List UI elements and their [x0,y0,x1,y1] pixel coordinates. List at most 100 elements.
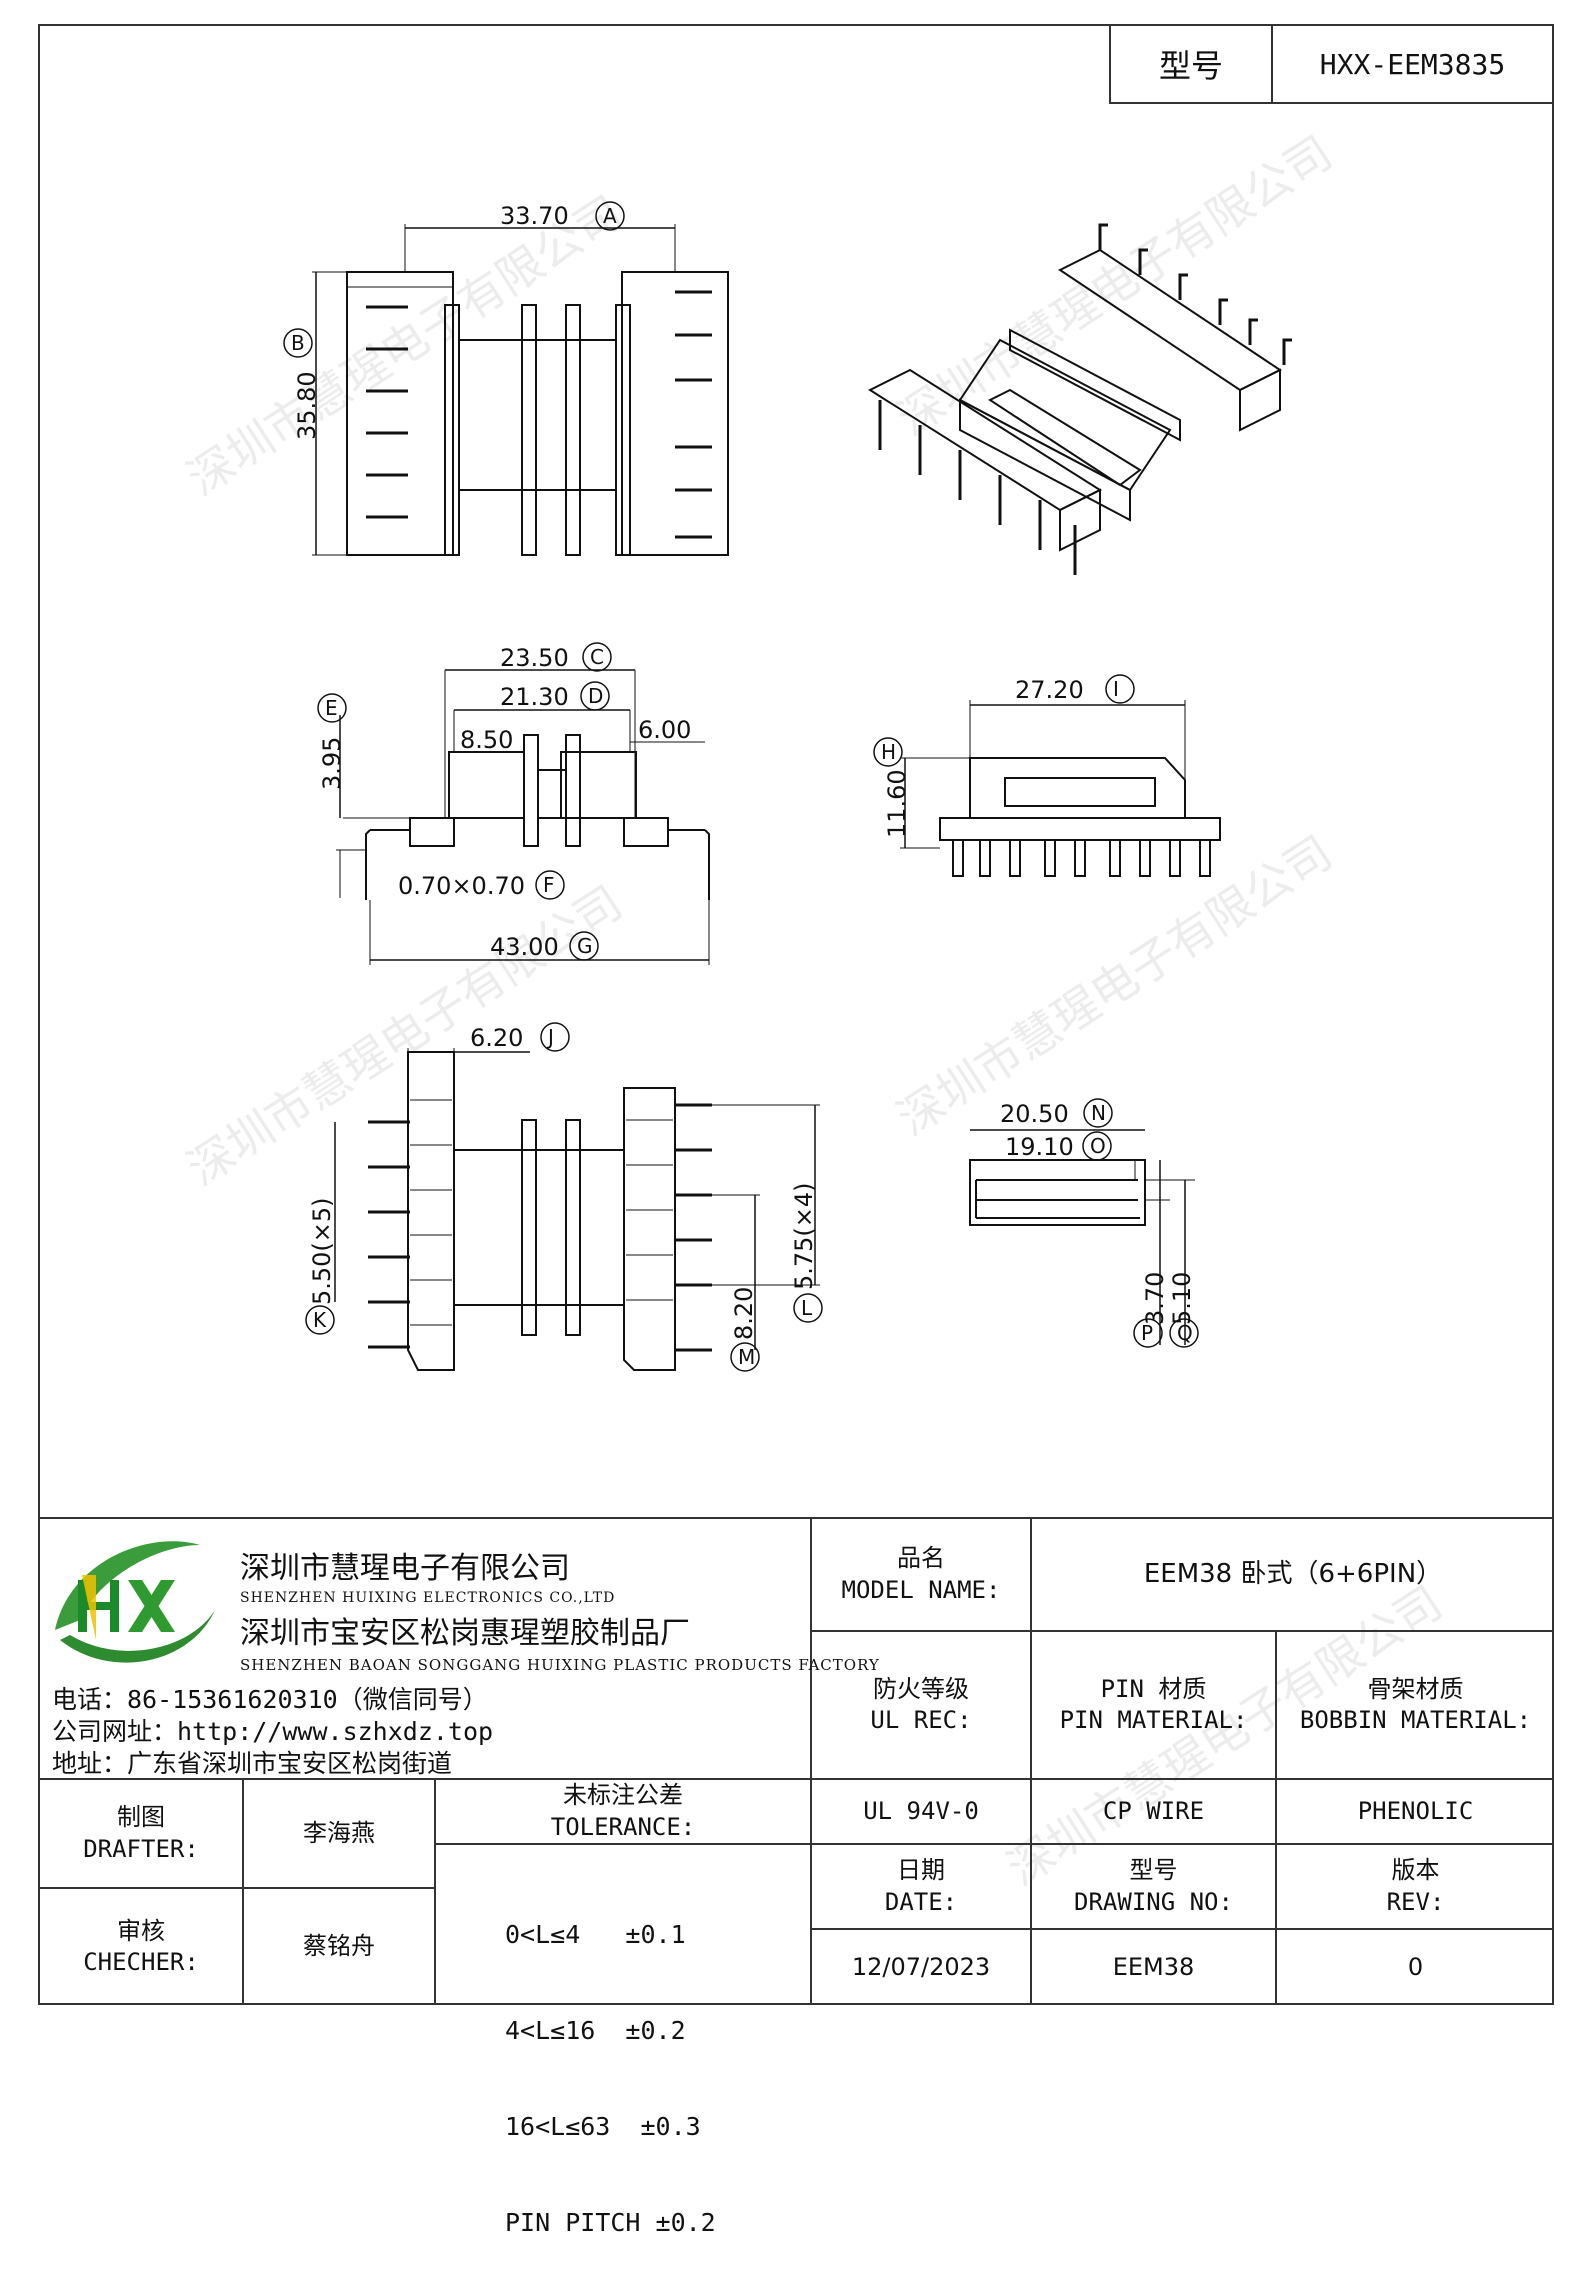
dim-g-value: 43.00 [490,933,559,961]
pin-material-label-cn: PIN 材质 [1100,1674,1207,1703]
model-name-label-en: MODEL NAME: [841,1575,1001,1604]
checker-label: 审核 CHECHER: [40,1889,242,2005]
date-label-en: DATE: [884,1887,958,1916]
divider [1030,1517,1032,2005]
dim-n-value: 20.50 [1000,1100,1069,1128]
pin-material-label: PIN 材质 PIN MATERIAL: [1032,1632,1275,1778]
bobbin-material-value: PHENOLIC [1357,1796,1474,1825]
divider [38,1887,434,1889]
model-name-label-cn: 品名 [897,1544,945,1573]
tolerance-line: PIN PITCH ±0.2 [505,2208,716,2237]
technical-drawing: 33.70 A 35.80 B 23.50 C 21.30 D 8.50 6.0… [55,201,1292,1663]
divider [242,1778,244,2005]
dim-a-value: 33.70 [500,202,569,230]
dim-p-tag: P [1141,1321,1153,1345]
pin-detail-view [969,1129,1195,1345]
dim-i-tag: I [1113,677,1119,701]
divider [434,1778,436,2005]
tolerance-line: 16<L≤63 ±0.3 [505,2112,701,2141]
dim-j-value: 6.20 [470,1024,523,1052]
dim-b-tag: B [291,331,305,355]
dim-h-value: 11.60 [883,769,911,838]
tolerance-label: 未标注公差 TOLERANCE: [436,1780,810,1843]
dim-b-value: 35.80 [293,371,321,440]
drafter-label: 制图 DRAFTER: [40,1780,242,1887]
dim-f-tag: F [543,873,555,897]
dim-d-tag: D [588,684,603,708]
tolerance-label-en: TOLERANCE: [550,1812,696,1841]
tolerance-label-cn: 未标注公差 [563,1781,683,1810]
pin-material-label-en: PIN MATERIAL: [1059,1706,1248,1734]
dim-o-tag: O [1090,1134,1106,1158]
dim-e-value: 3.95 [318,737,346,790]
divider [810,1630,1554,1632]
dim-p-value: 3.70 [1141,1272,1169,1325]
dim-m-tag: M [738,1345,755,1369]
top-view [312,224,729,556]
drawing-no-value: EEM38 [1112,1952,1195,1981]
dim-slot-value: 6.00 [638,716,691,744]
bobbin-material-label: 骨架材质 BOBBIN MATERIAL: [1277,1632,1554,1778]
tolerance-line: 4<L≤16 ±0.2 [505,2016,686,2045]
dim-f-value: 0.70×0.70 [398,872,525,900]
bobbin-material-label-cn: 骨架材质 [1367,1674,1464,1703]
dim-d-value: 21.30 [500,683,569,711]
model-name-value: EEM38 卧式（6+6PIN） [1143,1558,1443,1589]
dim-q-value: 5.10 [1168,1272,1196,1325]
contact-website[interactable]: 公司网址：http://www.szhxdz.top [52,1717,494,1746]
factory-name-en: SHENZHEN BAOAN SONGGANG HUIXING PLASTIC … [240,1656,880,1674]
dim-o-value: 19.10 [1005,1133,1074,1161]
dim-e-tag: E [325,696,338,720]
contact-address: 地址：广东省深圳市宝安区松岗街道 [52,1749,453,1778]
company-logo [55,1541,215,1663]
ul-rec-label-cn: 防火等级 [873,1674,969,1703]
drafter-label-en: DRAFTER: [83,1834,199,1863]
ul-rec-label-en: UL REC: [870,1706,972,1734]
model-header: 型号 HXX-EEM3835 [1109,24,1554,104]
dim-k-value: 5.50(×5) [308,1197,336,1305]
ul-rec-label: 防火等级 UL REC: [812,1632,1030,1778]
checker-value: 蔡铭舟 [303,1932,375,1961]
dim-l-value: 5.75(×4) [790,1182,818,1290]
divider [1275,1630,1277,2005]
contact-phone: 电话：86-15361620310（微信同号） [52,1685,488,1714]
bottom-view [334,1048,820,1371]
divider [434,1843,810,1845]
dim-c-value: 23.50 [500,644,569,672]
divider [810,1843,1554,1845]
company-name-en: SHENZHEN HUIXING ELECTRONICS CO.,LTD [240,1590,616,1606]
ul-rec-value: UL 94V-0 [863,1796,979,1825]
divider [810,1517,812,2005]
dim-m-value: 8.20 [730,1287,758,1340]
side-view [900,700,1221,877]
tolerance-values: 0<L≤4 ±0.1 4<L≤16 ±0.2 16<L≤63 ±0.3 PIN … [505,1855,716,2271]
factory-name: 深圳市宝安区松岗惠瑆塑胶制品厂 [240,1616,690,1651]
dim-g-tag: G [577,934,593,958]
drafter-value: 李海燕 [303,1818,375,1847]
model-header-label: 型号 [1111,26,1273,102]
rev-label-en: REV: [1386,1887,1445,1916]
dim-c-tag: C [590,645,604,669]
rev-label: 版本 REV: [1277,1845,1554,1928]
drawing-no-label-en: DRAWING NO: [1074,1887,1233,1916]
dim-inner-value: 8.50 [460,726,513,754]
divider [810,1928,1554,1930]
divider [38,1778,1554,1780]
drawing-no-label-cn: 型号 [1129,1856,1178,1885]
date-value: 12/07/2023 [851,1952,991,1981]
drafter-label-cn: 制图 [117,1803,165,1832]
rev-label-cn: 版本 [1391,1856,1440,1885]
bobbin-material-label-en: BOBBIN MATERIAL: [1299,1706,1532,1734]
dim-i-value: 27.20 [1015,676,1084,704]
dim-n-tag: N [1091,1101,1106,1125]
front-view [336,669,710,965]
date-label-cn: 日期 [897,1856,945,1885]
divider [38,1517,1554,1519]
dim-h-tag: H [881,740,896,764]
date-label: 日期 DATE: [812,1845,1030,1928]
rev-value: 0 [1407,1952,1424,1981]
checker-label-cn: 审核 [117,1916,165,1945]
model-header-value: HXX-EEM3835 [1319,47,1506,81]
drawing-no-label: 型号 DRAWING NO: [1032,1845,1275,1928]
company-name: 深圳市慧瑆电子有限公司 [240,1551,570,1586]
